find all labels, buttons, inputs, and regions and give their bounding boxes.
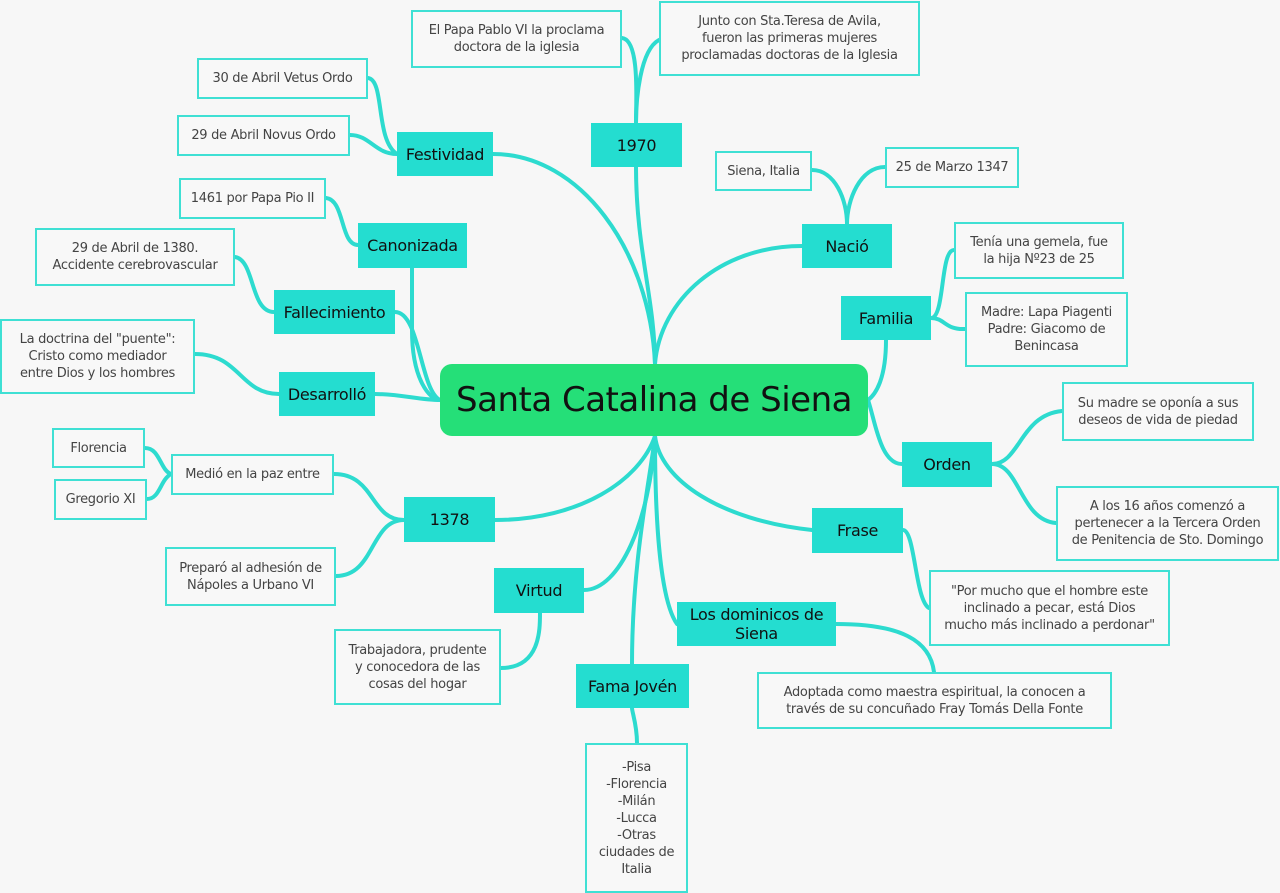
leaf-cita[interactable]: "Por mucho que el hombre este inclinado … xyxy=(929,570,1170,646)
leaf-pio-ii[interactable]: 1461 por Papa Pio II xyxy=(179,178,326,219)
topic-familia[interactable]: Familia xyxy=(841,296,931,340)
topic-desarrollo[interactable]: Desarrolló xyxy=(279,372,375,416)
link-leaf xyxy=(332,472,406,522)
link-leaf xyxy=(630,706,639,745)
leaf-ciudades[interactable]: -Pisa -Florencia -Milán -Lucca -Otras ci… xyxy=(585,743,688,893)
link-fallecimiento xyxy=(393,310,442,402)
link-leaf xyxy=(145,472,173,501)
topic-canonizada[interactable]: Canonizada xyxy=(358,223,467,268)
leaf-junto-con[interactable]: Junto con Sta.Teresa de Avila, fueron la… xyxy=(659,1,920,76)
link-leaf xyxy=(324,196,360,247)
leaf-doctrina[interactable]: La doctrina del "puente": Cristo como me… xyxy=(0,319,195,394)
link-familia xyxy=(866,338,888,402)
leaf-25-marzo[interactable]: 25 de Marzo 1347 xyxy=(885,147,1019,188)
link-leaf xyxy=(990,462,1058,525)
leaf-su-madre[interactable]: Su madre se oponía a sus deseos de vida … xyxy=(1062,382,1254,441)
topic-fama-joven[interactable]: Fama Jovén xyxy=(576,664,689,708)
leaf-gemela[interactable]: Tenía una gemela, fue la hija Nº23 de 25 xyxy=(954,222,1124,279)
link-leaf xyxy=(810,168,849,226)
link-frase xyxy=(653,434,814,532)
link-leaf xyxy=(366,76,399,156)
leaf-padres[interactable]: Madre: Lapa Piagenti Padre: Giacomo de B… xyxy=(965,292,1128,367)
link-leaf xyxy=(334,518,406,578)
leaf-vetus-ordo[interactable]: 30 de Abril Vetus Ordo xyxy=(197,58,368,99)
topic-virtud[interactable]: Virtud xyxy=(494,568,584,613)
link-leaf xyxy=(929,316,967,332)
leaf-gregorio-xi[interactable]: Gregorio XI xyxy=(54,479,147,520)
link-leaf xyxy=(990,409,1064,466)
link-leaf xyxy=(193,352,281,396)
topic-fallecimiento[interactable]: Fallecimiento xyxy=(274,290,395,334)
leaf-novus-ordo[interactable]: 29 de Abril Novus Ordo xyxy=(177,115,350,156)
leaf-trabajadora[interactable]: Trabajadora, prudente y conocedora de la… xyxy=(334,629,501,705)
link-leaf xyxy=(845,165,887,226)
link-1378 xyxy=(493,434,657,522)
topic-nacio[interactable]: Nació xyxy=(802,224,892,268)
leaf-adoptada[interactable]: Adoptada como maestra espiritual, la con… xyxy=(757,672,1112,729)
link-fama xyxy=(630,434,657,666)
link-desarrollo xyxy=(373,392,442,402)
topic-1378[interactable]: 1378 xyxy=(404,497,495,542)
topic-festividad[interactable]: Festividad xyxy=(397,132,493,176)
link-leaf xyxy=(901,528,931,610)
link-leaf xyxy=(499,611,542,670)
link-leaf xyxy=(929,248,956,320)
topic-orden[interactable]: Orden xyxy=(902,442,992,487)
leaf-papa-pablo[interactable]: El Papa Pablo VI la proclama doctora de … xyxy=(411,10,622,68)
link-leaf xyxy=(233,255,276,314)
topic-frase[interactable]: Frase xyxy=(812,508,903,553)
topic-dominicos[interactable]: Los dominicos de Siena xyxy=(677,602,836,646)
central-topic[interactable]: Santa Catalina de Siena xyxy=(440,364,868,436)
link-leaf xyxy=(634,38,661,125)
leaf-siena-italia[interactable]: Siena, Italia xyxy=(715,151,812,191)
leaf-florencia[interactable]: Florencia xyxy=(52,428,145,468)
topic-1970[interactable]: 1970 xyxy=(591,123,682,167)
link-leaf xyxy=(143,446,173,476)
link-leaf xyxy=(348,133,399,156)
link-dominicos xyxy=(653,434,679,626)
link-orden xyxy=(866,398,904,466)
leaf-medio-paz[interactable]: Medió en la paz entre xyxy=(171,454,334,495)
link-1970 xyxy=(634,165,657,366)
leaf-preparo[interactable]: Preparó al adhesión de Nápoles a Urbano … xyxy=(165,547,336,606)
leaf-tercera-orden[interactable]: A los 16 años comenzó a pertenecer a la … xyxy=(1056,486,1279,561)
link-nacio xyxy=(653,244,804,366)
link-leaf xyxy=(834,622,936,674)
leaf-muerte[interactable]: 29 de Abril de 1380. Accidente cerebrova… xyxy=(35,228,235,286)
link-festividad xyxy=(491,152,657,366)
link-leaf xyxy=(620,36,639,125)
